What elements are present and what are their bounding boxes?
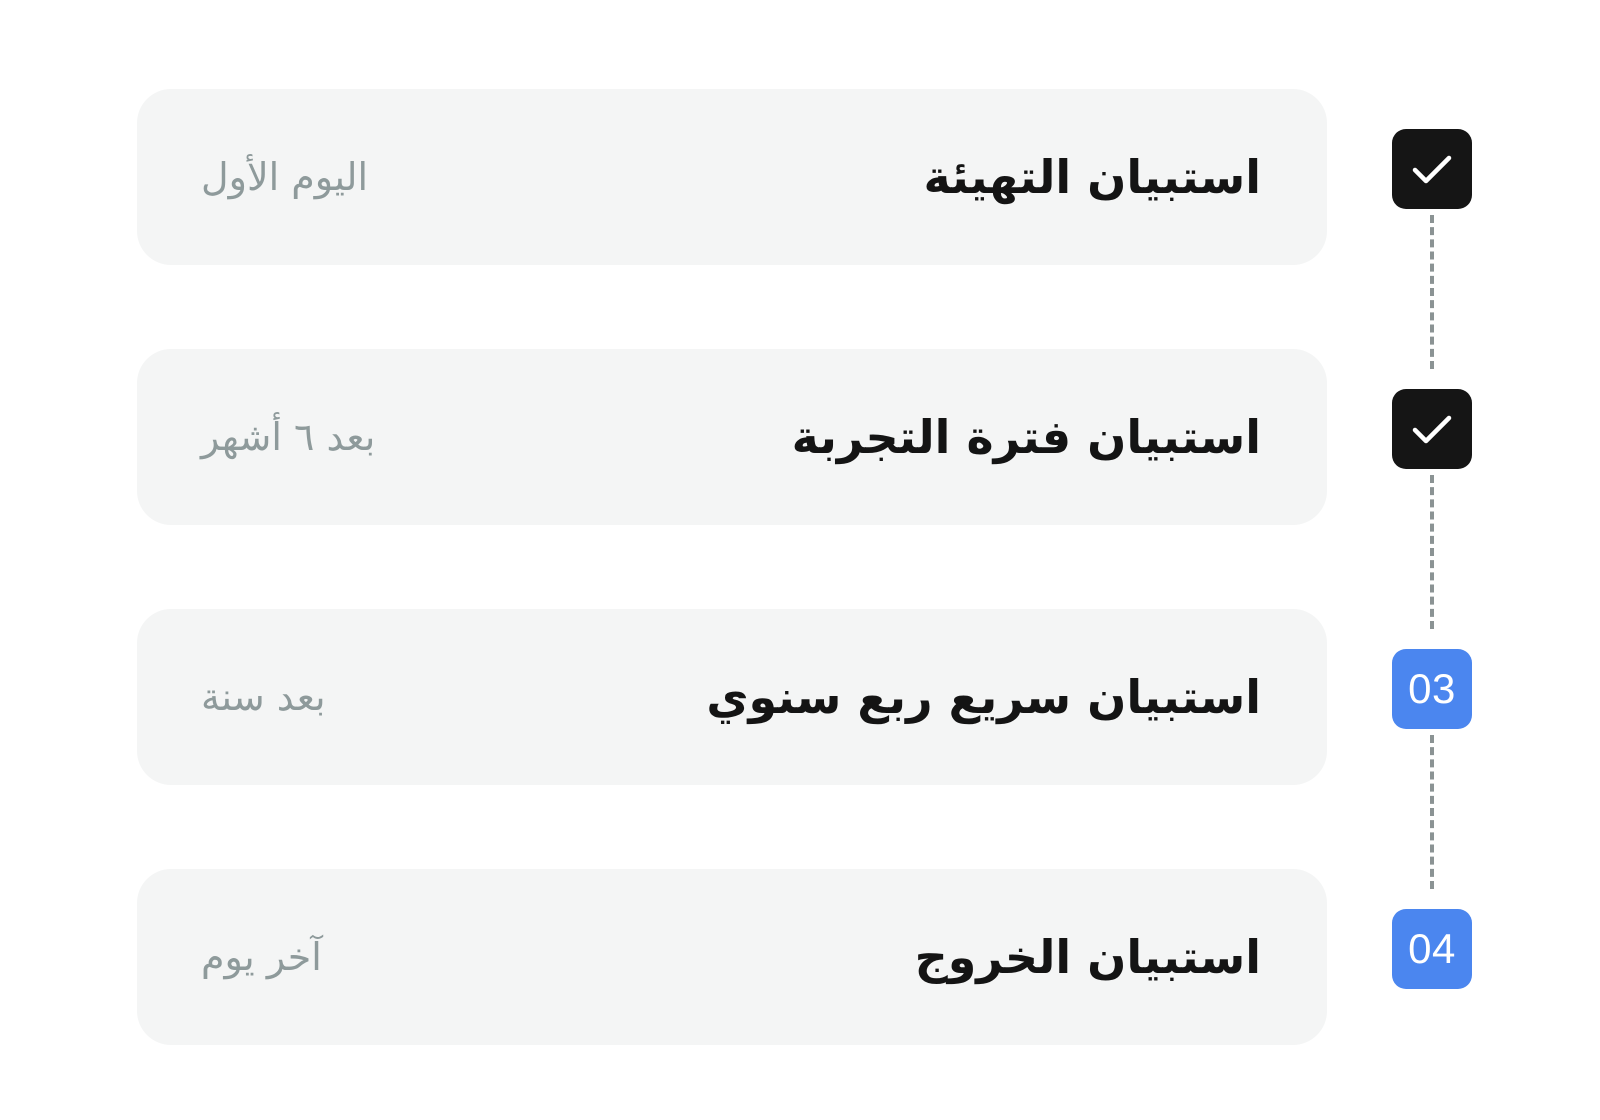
- survey-card[interactable]: استبيان الخروج آخر يوم: [137, 869, 1327, 1045]
- survey-title: استبيان الخروج: [914, 930, 1261, 984]
- survey-timing: بعد سنة: [201, 675, 326, 719]
- check-icon: [1412, 155, 1452, 184]
- survey-title: استبيان التهيئة: [923, 150, 1261, 204]
- survey-title: استبيان فترة التجربة: [791, 410, 1261, 464]
- survey-timing: بعد ٦ أشهر: [201, 415, 376, 459]
- timeline-step: استبيان سريع ربع سنوي بعد سنة 03: [137, 609, 1472, 785]
- step-number-badge: 03: [1392, 649, 1472, 729]
- timeline-connector: [1430, 475, 1434, 629]
- timeline-step: استبيان فترة التجربة بعد ٦ أشهر: [137, 349, 1472, 525]
- survey-timing: اليوم الأول: [201, 155, 369, 199]
- timeline-connector: [1430, 215, 1434, 369]
- survey-card[interactable]: استبيان فترة التجربة بعد ٦ أشهر: [137, 349, 1327, 525]
- timeline-connector: [1430, 735, 1434, 889]
- survey-timing: آخر يوم: [201, 935, 322, 979]
- timeline-step: استبيان التهيئة اليوم الأول: [137, 89, 1472, 265]
- step-number: 04: [1408, 925, 1456, 972]
- step-number-badge: 04: [1392, 909, 1472, 989]
- survey-card[interactable]: استبيان سريع ربع سنوي بعد سنة: [137, 609, 1327, 785]
- survey-card[interactable]: استبيان التهيئة اليوم الأول: [137, 89, 1327, 265]
- survey-title: استبيان سريع ربع سنوي: [706, 670, 1261, 724]
- step-number: 03: [1408, 665, 1456, 712]
- step-status-badge: [1392, 129, 1472, 209]
- check-icon: [1412, 415, 1452, 444]
- step-status-badge: [1392, 389, 1472, 469]
- timeline-step: استبيان الخروج آخر يوم 04: [137, 869, 1472, 1045]
